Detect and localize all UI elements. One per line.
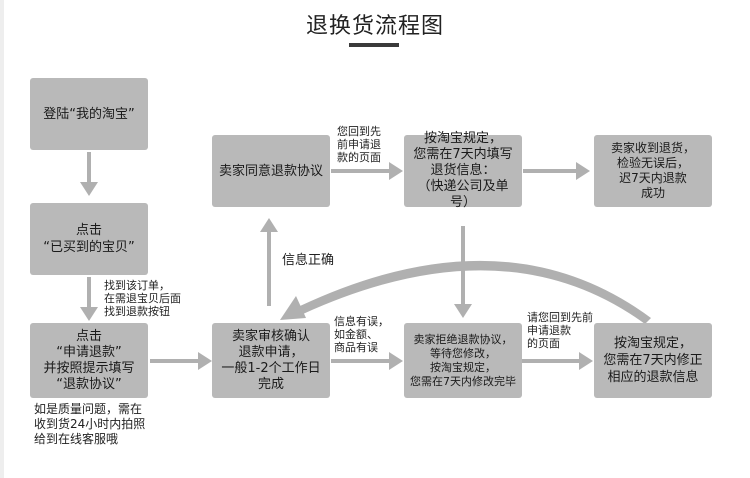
- step-click-bought-box: 点击 “已买到的宝贝”: [30, 203, 148, 275]
- step-fill-return-line: 退货信息：: [430, 163, 496, 178]
- step-seller-review-line: 完成: [257, 376, 284, 392]
- step-modify-info-line: 您需在7天内修正: [603, 353, 703, 368]
- note-info-error: 信息有误， 如金额、 商品有误: [334, 315, 389, 354]
- note-find-order-line: 找到退款按钮: [104, 305, 170, 318]
- arrow-fill-to-reject: [454, 226, 472, 318]
- step-fill-return-line: （快递公司及单号）: [417, 179, 509, 210]
- step-apply-refund-line: 并按照提示填写: [43, 360, 135, 376]
- step-seller-received-line: 卖家收到退货，: [610, 141, 695, 155]
- step-seller-received-box: 卖家收到退货， 检验无误后， 迟7天内退款 成功: [594, 135, 712, 207]
- arrow-agree-to-fill: [331, 162, 403, 180]
- left-edge-shade: [0, 0, 4, 478]
- step-seller-reject-box: 卖家拒绝退款协议， 等待您修改， 按淘宝规定， 您需在7天内修改完毕: [404, 323, 522, 398]
- label-info-correct: 信息正确: [282, 253, 335, 268]
- step-modify-info-line: 按淘宝规定，: [613, 336, 692, 351]
- step-seller-reject-line: 您需在7天内修改完毕: [410, 374, 516, 388]
- note-quality-issue: 如是质量问题，需在 收到货24小时内拍照 给到在线客服哦: [34, 402, 145, 447]
- step-seller-agree-text: 卖家同意退款协议: [218, 163, 323, 179]
- note-quality-issue-line: 收到货24小时内拍照: [34, 417, 146, 431]
- step-click-bought-line: 点击: [75, 223, 102, 238]
- step-seller-review-line: 一般1-2个工作日: [221, 360, 321, 376]
- step-seller-reject-line: 卖家拒绝退款协议，: [413, 332, 513, 346]
- note-return-prev-2-line: 请您回到先前: [527, 311, 593, 324]
- note-return-prev-1-line: 款的页面: [337, 151, 381, 164]
- note-quality-issue-line: 如是质量问题，需在: [34, 402, 143, 416]
- arrow-review-to-reject: [331, 352, 403, 370]
- note-return-prev-2-line: 的页面: [527, 337, 560, 350]
- arrow-fill-to-received: [523, 162, 590, 180]
- step-fill-return-line: 您需在7天内填写: [413, 147, 513, 162]
- step-seller-review-line: 卖家审核确认: [231, 328, 310, 344]
- step-apply-refund-line: 点击: [75, 328, 102, 344]
- step-seller-reject-line: 等待您修改，: [430, 346, 496, 360]
- step-modify-info-line: 相应的退款信息: [607, 370, 699, 385]
- note-find-order-line: 在需退宝贝后面: [104, 292, 181, 305]
- note-find-order-line: 找到该订单，: [104, 279, 170, 292]
- step-seller-reject-line: 按淘宝规定，: [430, 360, 496, 374]
- note-info-error-line: 如金额、: [334, 328, 378, 341]
- note-return-prev-2-line: 申请退款: [527, 324, 571, 337]
- note-return-to-prev-1: 您回到先 前申请退 款的页面: [337, 125, 381, 164]
- step-click-bought-line: “已买到的宝贝”: [43, 240, 135, 255]
- note-info-error-line: 信息有误，: [334, 315, 389, 328]
- step-apply-refund-line: “退款协议”: [56, 376, 122, 392]
- step-fill-return-line: 按淘宝规定，: [423, 131, 502, 146]
- arrow-apply-to-review: [150, 352, 212, 370]
- arrow-bought-to-apply: [80, 277, 98, 321]
- arrow-review-to-agree: [260, 218, 278, 306]
- note-return-to-prev-2: 请您回到先前 申请退款 的页面: [527, 311, 593, 350]
- step-seller-received-line: 迟7天内退款: [619, 171, 687, 185]
- step-apply-refund-box: 点击 “申请退款” 并按照提示填写 “退款协议”: [30, 323, 148, 398]
- step-seller-received-line: 检验无误后，: [616, 156, 689, 170]
- step-fill-return-box: 按淘宝规定， 您需在7天内填写 退货信息： （快递公司及单号）: [404, 131, 522, 210]
- step-seller-review-box: 卖家审核确认 退款申请， 一般1-2个工作日 完成: [212, 323, 330, 398]
- step-login-text: 登陆“我的淘宝”: [43, 106, 135, 122]
- arrow-reject-to-modify: [521, 352, 593, 370]
- step-apply-refund-line: “申请退款”: [56, 344, 122, 360]
- note-return-prev-1-line: 您回到先: [337, 125, 381, 138]
- note-find-order: 找到该订单， 在需退宝贝后面 找到退款按钮: [104, 279, 181, 318]
- note-info-error-line: 商品有误: [334, 341, 378, 354]
- arrow-login-to-bought: [80, 152, 98, 196]
- note-return-prev-1-line: 前申请退: [337, 138, 381, 151]
- step-seller-received-line: 成功: [640, 186, 665, 200]
- step-login-box: 登陆“我的淘宝”: [30, 78, 148, 150]
- step-seller-agree-box: 卖家同意退款协议: [212, 135, 330, 207]
- title-underline: [349, 43, 399, 47]
- note-quality-issue-line: 给到在线客服哦: [34, 432, 119, 446]
- step-seller-review-line: 退款申请，: [238, 344, 304, 360]
- arrow-modify-to-review: [280, 260, 651, 324]
- step-modify-info-box: 按淘宝规定， 您需在7天内修正 相应的退款信息: [594, 323, 712, 398]
- page-title: 退换货流程图: [305, 14, 444, 39]
